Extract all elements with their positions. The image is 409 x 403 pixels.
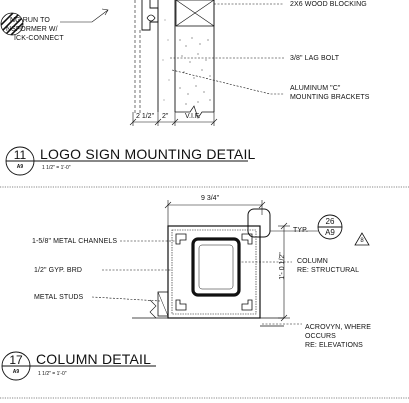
wiring-note-line-1: NG RUN TO xyxy=(10,17,50,24)
column-width-label: 9 3/4" xyxy=(201,195,220,202)
column-detail-drawing xyxy=(0,200,409,399)
typ-label: TYP. xyxy=(293,227,309,234)
column-width-dimension xyxy=(164,200,266,228)
dim-vif: V.I.F. xyxy=(185,113,201,120)
sign-fixture xyxy=(134,0,159,115)
blocking-note: 2X6 WOOD BLOCKING xyxy=(290,1,367,8)
reference-sheet: A9 xyxy=(325,228,335,237)
detail-17-title: COLUMN DETAIL xyxy=(36,351,152,367)
bracket-leader xyxy=(171,69,284,95)
reference-bubble-26 xyxy=(270,214,343,240)
wiring-note-line-3: ICK-CONNECT xyxy=(14,35,64,42)
detail-11-title: LOGO SIGN MOUNTING DETAIL xyxy=(40,146,256,162)
detail-11-scale: 1 1/2" = 1'-0" xyxy=(42,165,71,171)
dim-2-1-2: 2 1/2" xyxy=(136,113,155,120)
acrovyn-note-line-1: ACROVYN, WHERE xyxy=(305,324,371,331)
gyp-note: 1/2" GYP. BRD xyxy=(34,267,83,274)
wall-section xyxy=(157,0,215,119)
bracket-note-line-2: MOUNTING BRACKETS xyxy=(290,94,370,101)
wall-dimension-line xyxy=(129,112,218,126)
studs-note: METAL STUDS xyxy=(34,294,84,301)
channels-note: 1-5/8" METAL CHANNELS xyxy=(32,238,118,245)
acrovyn-note-line-3: RE: ELEVATIONS xyxy=(305,342,363,349)
column-height-label: 1'- 0 1/2" xyxy=(279,252,286,280)
column-note-line-2: RE: STRUCTURAL xyxy=(297,267,360,274)
reference-detail-number: 26 xyxy=(325,217,335,226)
detail-11-number: 11 xyxy=(13,148,27,162)
detail-17-bubble xyxy=(1,351,156,381)
revision-number: 8 xyxy=(360,238,364,244)
detail-17-sheet: A9 xyxy=(12,369,20,375)
detail-callout-box xyxy=(247,208,271,238)
wiring-leader xyxy=(60,9,109,23)
column-note-line-1: COLUMN xyxy=(297,258,328,265)
studs-leader xyxy=(91,296,161,302)
revision-triangle xyxy=(354,232,370,246)
bracket-note-line-1: ALUMINUM "C" xyxy=(290,85,341,92)
detail-17-scale: 1 1/2" = 1'-0" xyxy=(38,371,67,377)
acrovyn-note-line-2: OCCURS xyxy=(305,333,336,340)
detail-11-bubble xyxy=(5,146,248,176)
detail-17-number: 17 xyxy=(9,353,23,367)
column-enclosure xyxy=(132,225,284,327)
dim-2: 2" xyxy=(162,113,169,120)
detail-11-sheet: A9 xyxy=(16,164,24,170)
lag-bolt-note: 3/8" LAG BOLT xyxy=(290,55,340,62)
wiring-note-line-2: NSFORMER W/ xyxy=(6,26,58,33)
column-height-dimension xyxy=(278,222,290,322)
